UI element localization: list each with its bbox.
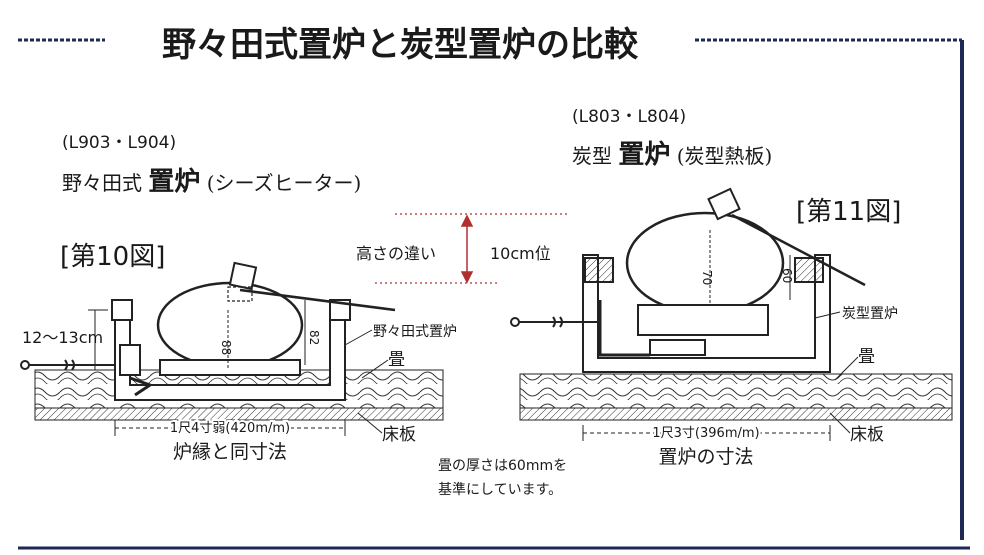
left-name-suffix: (シーズヒーター) (207, 171, 362, 195)
right-hearth-unit (582, 187, 866, 373)
right-floor-label: 床板 (850, 425, 884, 445)
left-name-main: 置炉 (148, 167, 200, 197)
left-name-prefix: 野々田式 (62, 171, 142, 195)
right-power-cord (510, 316, 600, 328)
page-frame (18, 38, 970, 550)
right-figure-label: [第11図] (796, 197, 901, 227)
right-unit-label: 炭型置炉 (842, 306, 898, 322)
right-model-code: (L803・L804) (572, 107, 686, 127)
height-arrow (460, 214, 474, 284)
height-diff-label: 高さの違い (356, 244, 436, 263)
right-floor-layers (519, 373, 953, 421)
left-height-label: 12～13cm (22, 328, 103, 347)
right-dim-inner-side: 60 (780, 268, 794, 283)
tatami-note-line1: 畳の厚さは60mmを (438, 458, 567, 474)
left-dim-inner-side: 82 (307, 330, 321, 345)
left-hearth-unit (111, 261, 396, 401)
left-width-dim (114, 420, 346, 436)
page-title: 野々田式置炉と炭型置炉の比較 (162, 25, 639, 65)
right-width-dim (582, 425, 831, 441)
right-name-main: 置炉 (618, 140, 670, 170)
right-unit-name: 炭型 置炉 (炭型熱板) (572, 140, 772, 170)
left-model-code: (L903・L904) (62, 133, 176, 153)
left-dim-inner-top: 88 (219, 340, 233, 355)
height-guides (375, 213, 570, 284)
left-unit-name: 野々田式 置炉 (シーズヒーター) (62, 167, 361, 197)
left-floor-label: 床板 (382, 425, 416, 445)
right-name-suffix: (炭型熱板) (677, 144, 773, 168)
right-width-label: 1尺3寸(396m/m) (652, 426, 759, 441)
left-unit-label: 野々田式置炉 (373, 324, 457, 340)
height-diff-value: 10cm位 (490, 244, 551, 263)
right-caption: 置炉の寸法 (658, 446, 753, 468)
left-caption: 炉縁と同寸法 (173, 441, 287, 463)
right-tatami-label: 畳 (858, 347, 875, 367)
left-height-dim (88, 309, 108, 370)
left-tatami-label: 畳 (388, 350, 405, 370)
right-dim-inner-top: 70 (700, 270, 714, 285)
left-power-cord (20, 359, 115, 371)
left-width-label: 1尺4寸弱(420m/m) (170, 421, 290, 436)
left-figure-label: [第10図] (60, 242, 165, 272)
tatami-note-line2: 基準にしています。 (438, 481, 562, 498)
right-name-prefix: 炭型 (572, 144, 612, 168)
